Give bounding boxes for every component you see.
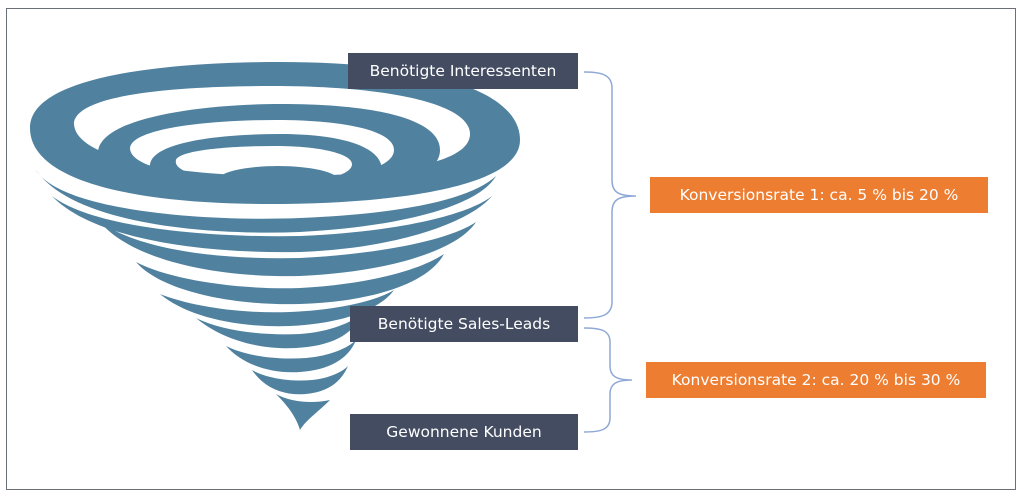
funnel-band-5 (160, 290, 394, 327)
stage-label-kunden: Gewonnene Kunden (350, 414, 578, 450)
funnel-band-4 (136, 254, 444, 305)
funnel-band-6 (196, 314, 362, 349)
bracket-1 (583, 71, 637, 319)
bracket-2 (583, 327, 633, 433)
funnel-band-3 (100, 222, 476, 277)
stage-label-sales-leads: Benötigte Sales-Leads (350, 306, 578, 342)
funnel-band-8 (252, 366, 348, 395)
funnel-band-2 (52, 196, 492, 253)
conversion-rate-1: Konversionsrate 1: ca. 5 % bis 20 % (650, 177, 988, 213)
funnel-core (218, 166, 338, 194)
funnel-band-1 (36, 170, 496, 233)
funnel-band-9 (276, 394, 330, 430)
conversion-rate-2: Konversionsrate 2: ca. 20 % bis 30 % (646, 362, 986, 398)
funnel-band-7 (226, 340, 356, 373)
stage-label-interessenten: Benötigte Interessenten (348, 53, 578, 89)
